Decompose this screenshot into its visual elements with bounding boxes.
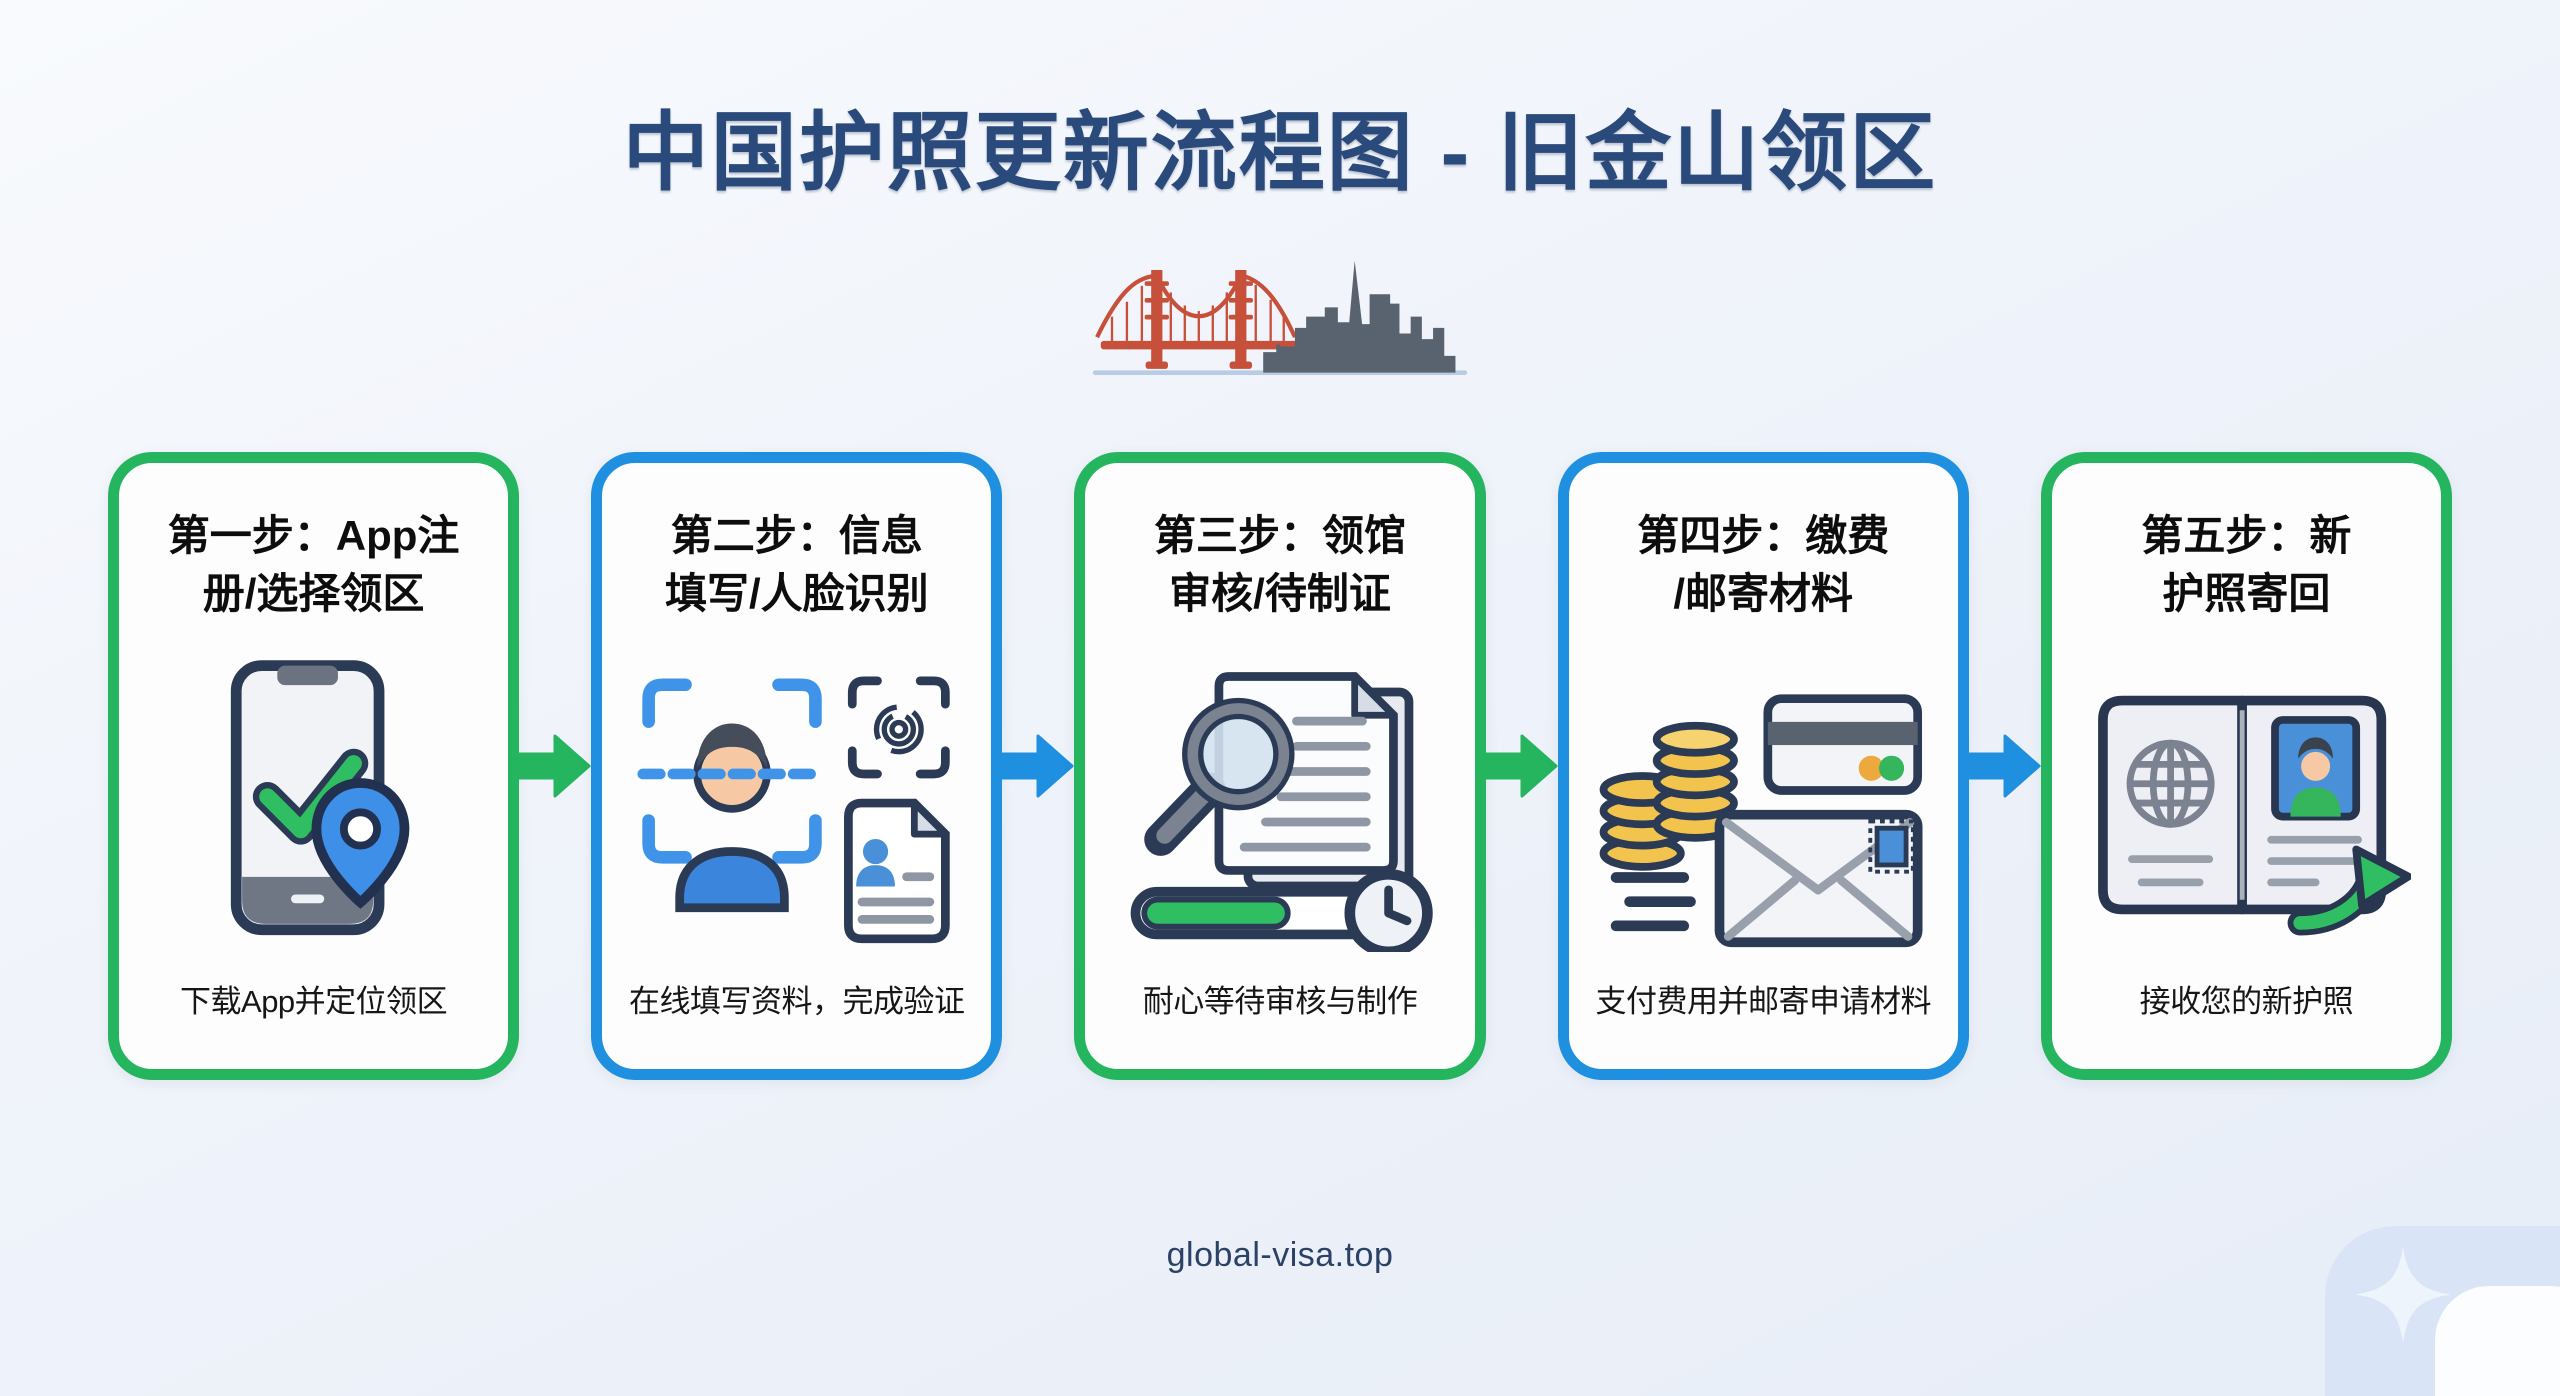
arrow-right-icon: [519, 734, 591, 798]
step-2-title: 第二步：信息 填写/人脸识别: [664, 512, 929, 617]
step-card-5: 第五步：新 护照寄回: [2040, 452, 2453, 1080]
step-card-3: 第三步：领馆 审核/待制证: [1074, 452, 1486, 1080]
corner-white-shape: [2435, 1286, 2560, 1396]
page-title: 中国护照更新流程图 - 旧金山领区: [622, 105, 1938, 201]
arrow-right-icon: [1968, 734, 2041, 798]
passport-return-arrow-icon: [2076, 633, 2417, 976]
step-4-title: 第四步：缴费 /邮寄材料: [1637, 512, 1890, 617]
step-1-caption: 下载App并定位领区: [180, 984, 448, 1019]
arrow-right-icon: [1485, 734, 1558, 798]
coins-card-envelope-icon: [1593, 633, 1934, 976]
steps-row: 第一步：App注 册/选择领区 下载App并定位领区: [108, 452, 2453, 1080]
sf-skyline-silhouette: [1263, 260, 1456, 373]
flow-arrow-2: [1002, 452, 1074, 1080]
step-5-title: 第五步：新 护照寄回: [2141, 512, 2352, 617]
bridge-skyline-illustration: [1080, 242, 1480, 387]
step-card-4: 第四步：缴费 /邮寄材料: [1557, 452, 1969, 1080]
face-scan-fingerprint-id-icon: [626, 633, 967, 976]
document-review-progress-clock-icon: [1109, 633, 1450, 976]
step-card-1: 第一步：App注 册/选择领区 下载App并定位领区: [108, 452, 520, 1080]
arrow-right-icon: [1002, 734, 1074, 798]
step-3-caption: 耐心等待审核与制作: [1142, 984, 1418, 1019]
step-5-caption: 接收您的新护照: [2139, 984, 2354, 1019]
sparkle-icon: [2355, 1246, 2451, 1343]
footer-url: global-visa.top: [1166, 1236, 1394, 1274]
step-4-caption: 支付费用并邮寄申请材料: [1595, 984, 1931, 1019]
flow-arrow-4: [1968, 452, 2041, 1080]
flow-arrow-3: [1485, 452, 1558, 1080]
phone-check-location-icon: [143, 633, 484, 976]
golden-gate-bridge-and-sf-skyline-icon: [1092, 260, 1468, 375]
corner-watermark: [2325, 1226, 2560, 1396]
step-3-title: 第三步：领馆 审核/待制证: [1154, 512, 1407, 617]
step-card-2: 第二步：信息 填写/人脸识别: [591, 452, 1003, 1080]
step-1-title: 第一步：App注 册/选择领区: [167, 512, 460, 617]
step-2-caption: 在线填写资料，完成验证: [629, 984, 965, 1019]
flow-arrow-1: [519, 452, 591, 1080]
